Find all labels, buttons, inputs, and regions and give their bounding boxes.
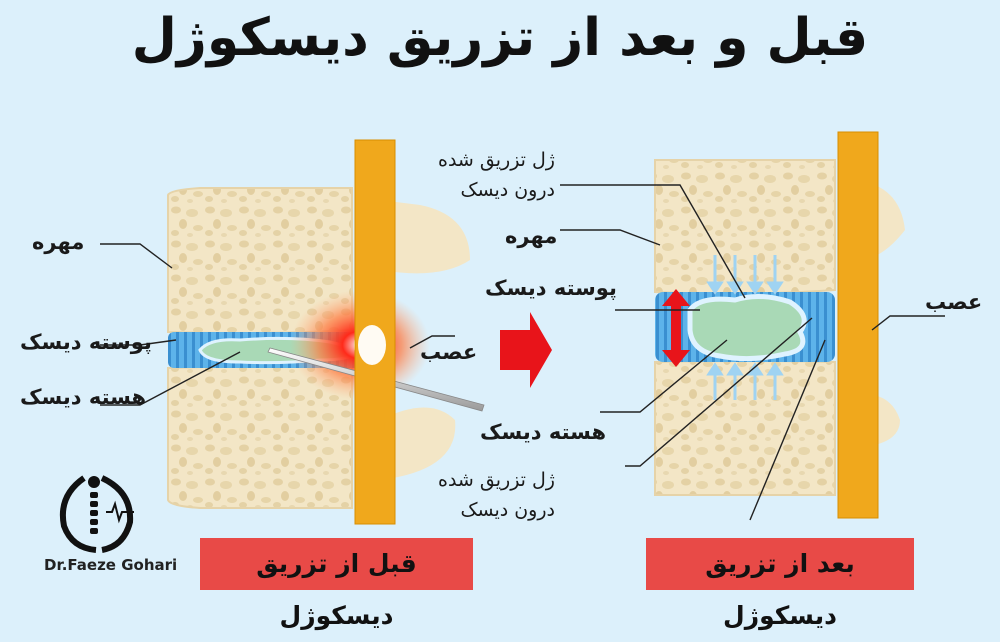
left-leader-lines	[100, 243, 455, 406]
before-banner: قبل از تزریق دیسکوژل	[200, 538, 473, 630]
right-leader-lines	[560, 184, 945, 521]
label-vertebra-left: مهره	[32, 230, 85, 254]
after-banner: بعد از تزریق دیسکوژل	[646, 538, 914, 630]
page-title: قبل و بعد از تزریق دیسکوژل	[131, 8, 869, 68]
label-gel-top-2: درون دیسک	[460, 179, 555, 201]
label-nucleus-left: هسته دیسک	[20, 385, 147, 409]
illustration	[100, 131, 945, 525]
label-nerve-left: عصب	[420, 340, 478, 364]
logo-icon	[60, 475, 134, 553]
right-nerve	[837, 131, 879, 519]
label-gel-top: ژل تزریق شده	[438, 149, 555, 171]
right-vertebra-top	[654, 159, 836, 295]
logo-text: Dr.Faeze Gohari	[44, 556, 178, 574]
height-restore-arrow-icon	[662, 289, 690, 367]
diagram-page: قبل و بعد از تزریق دیسکوژل	[20, 8, 983, 630]
transition-arrow-icon	[500, 312, 552, 388]
label-annulus-left: پوسته دیسک	[20, 330, 152, 354]
label-nerve-right: عصب	[925, 290, 983, 314]
label-nucleus-right: هسته دیسک	[480, 420, 607, 444]
label-annulus-right: پوسته دیسک	[485, 276, 617, 300]
label-vertebra-right: مهره	[505, 224, 558, 248]
label-gel-bottom-2: درون دیسک	[460, 499, 555, 521]
left-posterior-elements	[380, 200, 470, 480]
label-gel-bottom: ژل تزریق شده	[438, 469, 555, 491]
